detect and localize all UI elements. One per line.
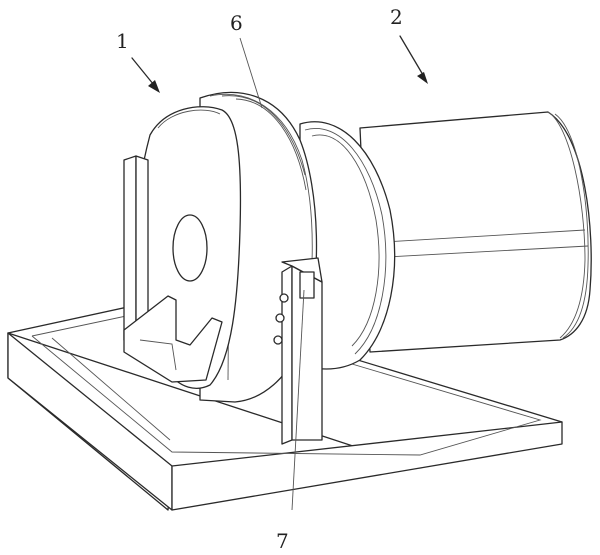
- label-6: 6: [230, 11, 243, 35]
- callout-labels: 1 2 6 7: [116, 5, 403, 553]
- drum-body: [299, 111, 592, 370]
- label-7: 7: [276, 529, 289, 553]
- left-bracket: [123, 155, 223, 383]
- label-1: 1: [116, 29, 129, 53]
- label-2: 2: [390, 5, 403, 29]
- right-bracket: [273, 257, 323, 445]
- leader-lines: [131, 35, 428, 511]
